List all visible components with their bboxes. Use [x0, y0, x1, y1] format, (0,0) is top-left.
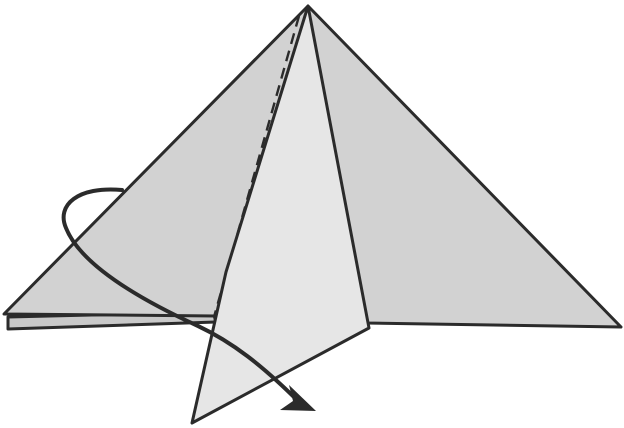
front-flap	[190, 4, 371, 425]
fold-arrow-curve	[61, 187, 302, 405]
fold-direction-arrow	[61, 187, 316, 411]
arrowhead-icon	[280, 385, 316, 411]
